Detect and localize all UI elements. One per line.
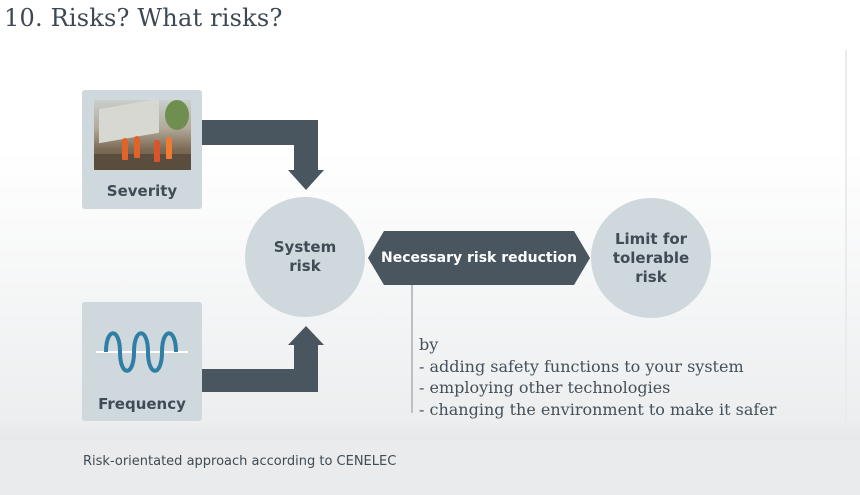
system-risk-circle: System risk	[245, 197, 365, 317]
limit-line3: risk	[635, 267, 667, 286]
rescue-photo	[94, 100, 191, 170]
measures-intro: by	[419, 335, 439, 354]
measure-item: - employing other technologies	[419, 378, 671, 397]
divider	[845, 50, 847, 430]
measures-bracket-line	[411, 285, 413, 413]
severity-connector	[202, 120, 324, 190]
severity-box: Severity	[82, 90, 202, 209]
risk-reduction-banner	[368, 231, 590, 285]
limit-line1: Limit for	[614, 229, 688, 248]
sine-wave-icon	[96, 331, 188, 373]
system-risk-line1: System	[273, 238, 337, 256]
risk-reduction-label: Necessary risk reduction	[380, 250, 577, 266]
limit-line2: tolerable	[612, 248, 690, 267]
frequency-box: Frequency	[82, 302, 202, 421]
measure-item: - changing the environment to make it sa…	[419, 399, 777, 419]
frequency-label: Frequency	[98, 395, 186, 413]
footer-caption: Risk-orientated approach according to CE…	[83, 454, 397, 469]
slide-title: 10. Risks? What risks?	[4, 4, 283, 32]
footer-bar: Risk-orientated approach according to CE…	[0, 440, 860, 495]
severity-label: Severity	[106, 182, 178, 200]
frequency-connector	[202, 326, 324, 392]
measure-item: - adding safety functions to your system	[419, 356, 744, 376]
tolerable-risk-circle: Limit for tolerable risk	[591, 198, 711, 318]
measures-list: by - adding safety functions to your sys…	[419, 334, 776, 420]
system-risk-line2: risk	[289, 257, 321, 275]
